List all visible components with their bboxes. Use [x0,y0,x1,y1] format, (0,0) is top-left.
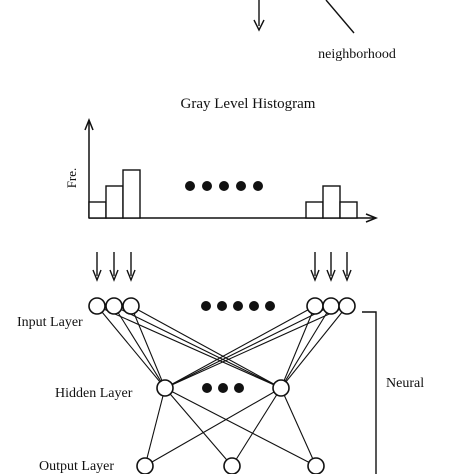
input-node [338,297,356,315]
ellipsis-dot [219,181,229,191]
y-axis-arrowhead [84,117,94,131]
histogram-bars-right [305,185,358,219]
ellipsis-dot [249,301,259,311]
output-layer-label: Output Layer [39,459,114,474]
ellipsis-dot [185,181,195,191]
input-arrows [92,252,352,282]
input-hidden-connection [96,305,282,389]
hidden-output-connection [231,387,282,467]
neural-bracket [362,311,377,474]
histogram-bars-left [88,169,141,219]
input-hidden-connection [113,305,282,389]
input-arrow [92,252,102,282]
hidden-node [272,379,290,397]
histogram-bar-left-1 [88,201,107,219]
ellipsis-dot [265,301,275,311]
hidden-output-connection [280,387,317,467]
ellipsis-dot [218,383,228,393]
ellipsis-dot [233,301,243,311]
top-connector [253,0,355,34]
histogram-bar-left-2 [105,185,124,219]
ellipsis-dot [202,383,212,393]
hidden-output-connection [164,387,233,467]
input-node [306,297,324,315]
ellipsis-dot [202,181,212,191]
input-hidden-connection [164,305,348,389]
input-arrow [326,252,336,282]
input-arrow [109,252,119,282]
neural-label: Neural [386,376,424,391]
input-hidden-connection [280,305,348,389]
input-hidden-connection [280,305,332,389]
x-axis-arrowhead [365,213,379,223]
histogram-bar-right-2 [322,185,341,219]
input-hidden-connection [164,305,332,389]
ellipsis-dot [217,301,227,311]
histogram-bar-left-3 [122,169,141,219]
input-hidden-connection [113,305,166,389]
network-nodes [88,297,356,474]
input-arrow [126,252,136,282]
histogram-title: Gray Level Histogram [181,96,316,112]
input-hidden-connection [96,305,166,389]
ellipsis-dot [234,383,244,393]
input-hidden-connection [164,305,316,389]
input-arrow [342,252,352,282]
input-arrow [310,252,320,282]
histogram-ellipsis [185,181,263,191]
histogram-bar-right-1 [305,201,324,219]
input-node [88,297,106,315]
hidden-layer-ellipsis [202,383,244,393]
neighborhood-label: neighborhood [318,47,396,62]
histogram-bar-right-3 [339,201,358,219]
output-node [223,457,241,474]
ellipsis-dot [253,181,263,191]
input-node [105,297,123,315]
ellipsis-dot [201,301,211,311]
input-layer-ellipsis [201,301,275,311]
input-hidden-connection [130,305,166,389]
hidden-output-connection [144,387,282,467]
input-layer-label: Input Layer [17,315,83,330]
frequency-axis-label: Fre. [64,168,79,189]
ellipsis-dot [236,181,246,191]
input-hidden-connection [130,305,282,389]
network-connections [96,305,348,467]
hidden-layer-label: Hidden Layer [55,386,133,401]
output-node [307,457,325,474]
input-node [322,297,340,315]
input-hidden-connection [280,305,316,389]
hidden-output-connection [144,387,166,467]
hidden-node [156,379,174,397]
output-node [136,457,154,474]
input-node [122,297,140,315]
top-arrow-head [253,19,265,32]
hidden-output-connection [164,387,317,467]
neighborhood-pointer-line [325,0,355,34]
